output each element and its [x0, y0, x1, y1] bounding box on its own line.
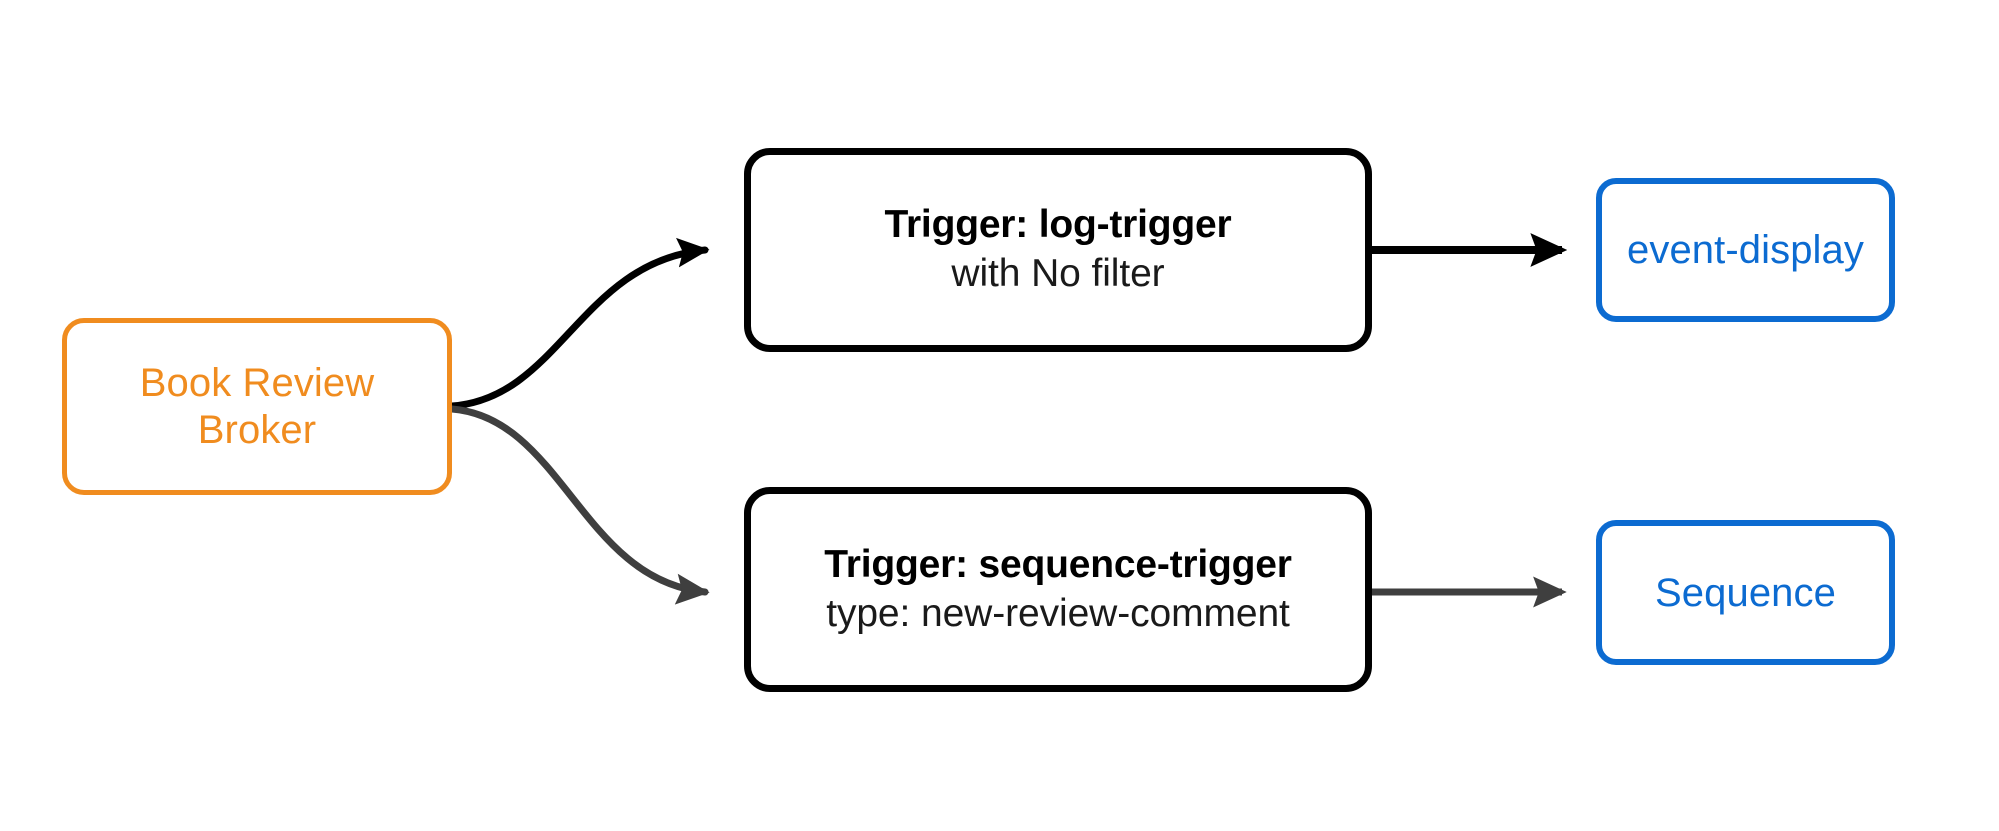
node-sequence-trigger[interactable]: Trigger: sequence-trigger type: new-revi…: [744, 487, 1372, 692]
edge-broker-to-log-trigger: [448, 237, 710, 410]
log-trigger-title: Trigger: log-trigger: [884, 203, 1232, 247]
sequence-label: Sequence: [1655, 570, 1836, 615]
log-trigger-subtitle: with No filter: [951, 252, 1165, 295]
node-log-trigger[interactable]: Trigger: log-trigger with No filter: [744, 148, 1372, 352]
node-sequence[interactable]: Sequence: [1596, 520, 1895, 665]
broker-label-line1: Book Review: [139, 360, 375, 405]
node-book-review-broker[interactable]: Book Review Broker: [62, 318, 452, 495]
broker-label-line2: Broker: [197, 407, 317, 452]
event-display-label: event-display: [1627, 228, 1864, 272]
sequence-trigger-subtitle: type: new-review-comment: [826, 591, 1290, 635]
sequence-trigger-title: Trigger: sequence-trigger: [824, 542, 1292, 586]
node-event-display[interactable]: event-display: [1596, 178, 1895, 322]
edge-broker-to-sequence-trigger: [448, 405, 710, 605]
